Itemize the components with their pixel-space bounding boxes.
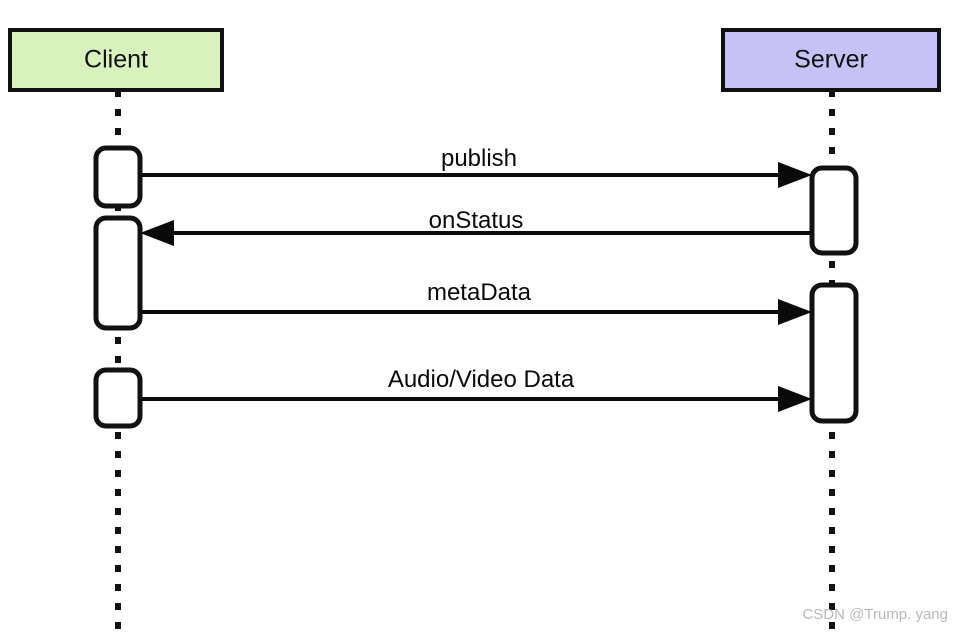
participant-box-client[interactable]	[8, 28, 224, 92]
message-arrowhead	[778, 299, 812, 325]
message-publish[interactable]: publish	[140, 145, 812, 188]
message-audio-video-data[interactable]: Audio/Video Data	[140, 366, 812, 412]
activation-bar	[809, 165, 859, 256]
activation-bar	[93, 145, 143, 209]
participant-box-server[interactable]	[721, 28, 941, 92]
message-onstatus[interactable]: onStatus	[140, 207, 812, 246]
message-label: publish	[441, 145, 517, 172]
participant-label-client: Client	[84, 46, 148, 74]
watermark-label: CSDN @Trump. yang	[802, 606, 948, 623]
activation-group-client	[93, 145, 143, 429]
message-arrowhead	[778, 162, 812, 188]
message-arrowhead	[140, 220, 174, 246]
message-label: metaData	[427, 279, 532, 306]
participant-label-server: Server	[794, 46, 868, 74]
participant-client[interactable]: Client	[8, 28, 224, 92]
activation-group-server	[809, 165, 859, 424]
activation-bar	[809, 282, 859, 424]
activation-bar	[93, 367, 143, 429]
message-metadata[interactable]: metaData	[140, 279, 812, 325]
message-label: onStatus	[429, 207, 524, 234]
activation-bar	[93, 215, 143, 331]
message-label: Audio/Video Data	[388, 366, 575, 393]
participant-server[interactable]: Server	[721, 28, 941, 92]
message-arrowhead	[778, 386, 812, 412]
